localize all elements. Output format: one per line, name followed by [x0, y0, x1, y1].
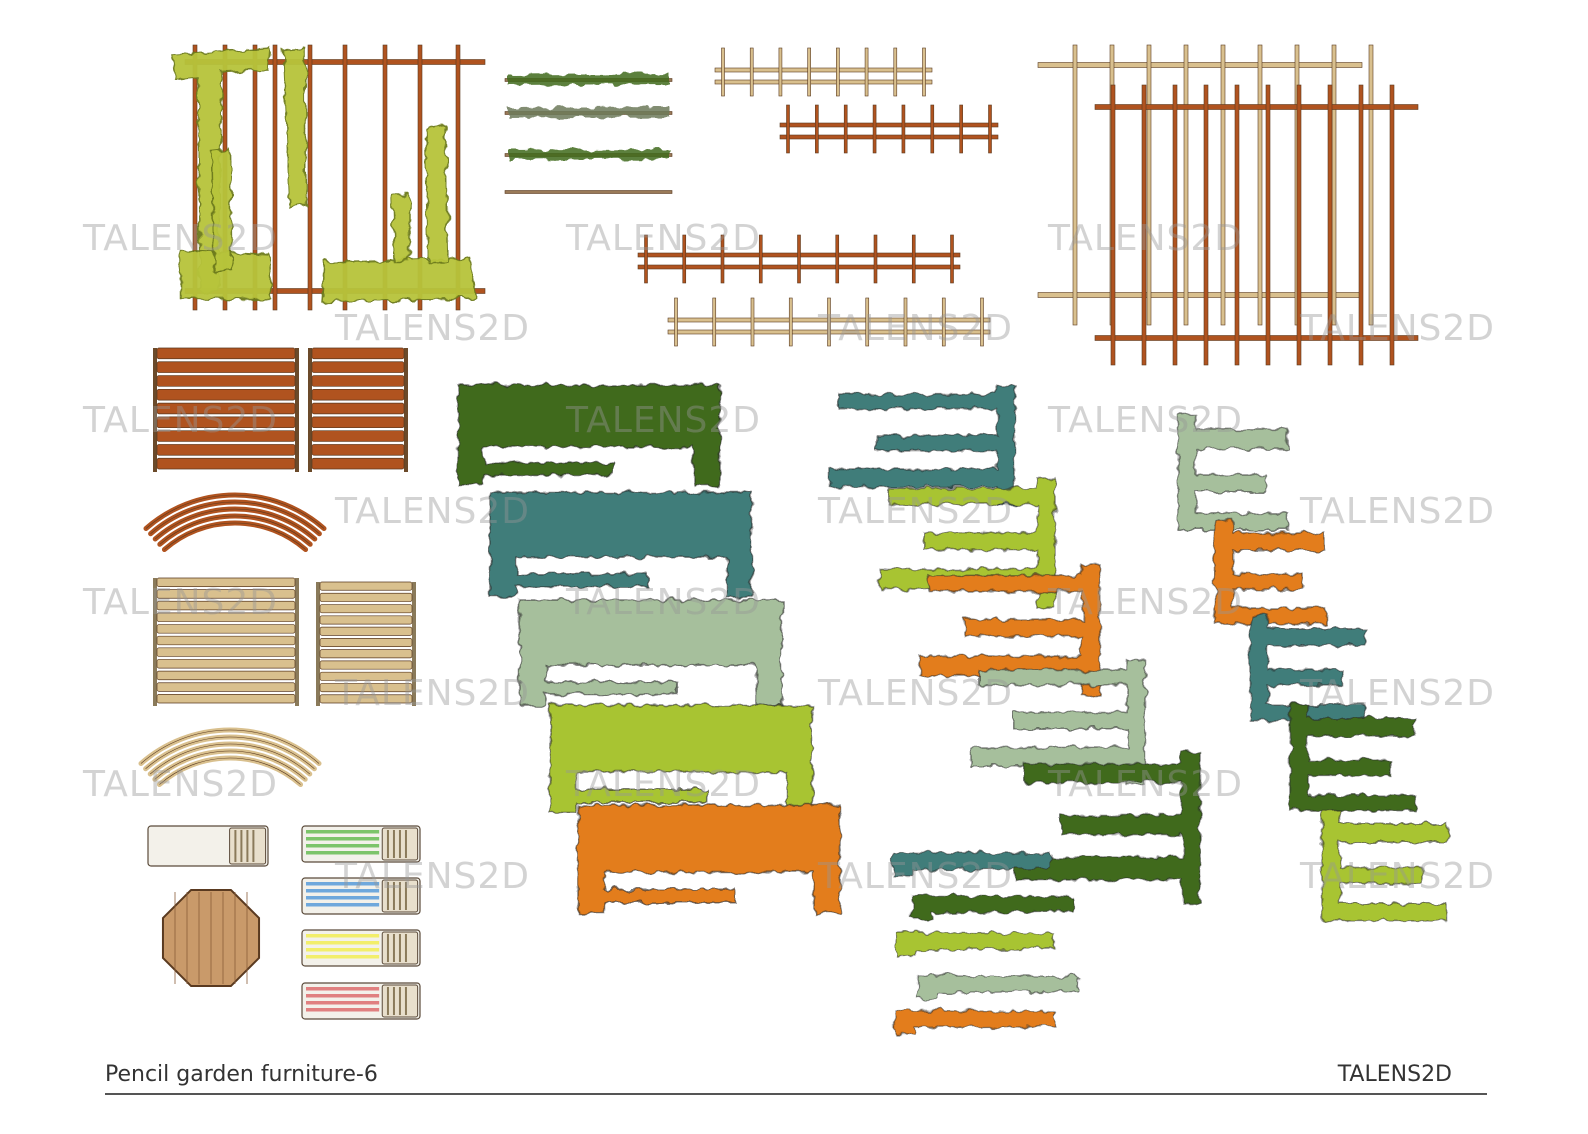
hedge-bench-icon — [519, 599, 783, 706]
lounger-icon — [301, 877, 421, 915]
hedge-bench-icon — [1177, 414, 1289, 531]
lounger-icon — [301, 929, 421, 967]
hedge-bench-icon — [577, 804, 841, 914]
deck-chair-icon — [316, 581, 416, 706]
sheet-title: Pencil garden furniture-6 — [105, 1062, 378, 1087]
brand-label: TALENS2D — [1337, 1062, 1452, 1087]
lounger-icon — [301, 982, 421, 1020]
hedge-bench-icon — [829, 384, 1016, 506]
wooden-fence-icon — [779, 104, 999, 154]
hedge-strip-icon — [895, 931, 1055, 957]
double-fence-icon — [1037, 44, 1419, 366]
hedge-bench-icon — [1289, 704, 1416, 812]
hedge-strip-icon — [917, 974, 1079, 1000]
deck-chair-icon — [153, 577, 299, 706]
hedge-strip-icon — [504, 74, 673, 194]
hedge-bench-icon — [1249, 614, 1366, 722]
curved-bench-icon — [143, 492, 327, 553]
hedge-bench-icon — [1321, 809, 1448, 922]
lounger-icon — [301, 825, 421, 863]
hedge-bench-icon — [489, 491, 753, 598]
hedge-strip-icon — [892, 851, 1052, 877]
lounger-icon — [147, 825, 269, 867]
hedge-strip-icon — [911, 894, 1073, 920]
wooden-fence-icon — [667, 297, 991, 347]
hedge-bench-icon — [919, 564, 1101, 696]
wooden-fence-icon — [637, 234, 961, 284]
hedge-bench-icon — [1014, 751, 1201, 903]
hedge-bench-icon — [969, 659, 1146, 786]
hedge-bench-icon — [457, 384, 721, 486]
hedge-bench-icon — [549, 704, 813, 814]
wooden-fence-icon — [714, 47, 933, 97]
vine-trellis-icon — [171, 44, 486, 311]
octagonal-table-icon — [161, 888, 261, 988]
deck-chair-icon — [308, 347, 408, 472]
deck-chair-icon — [153, 347, 299, 472]
curved-bench-icon — [138, 727, 322, 788]
hedge-strip-icon — [894, 1009, 1056, 1035]
bottom-rule — [105, 1093, 1487, 1095]
hedge-bench-icon — [1214, 519, 1326, 625]
